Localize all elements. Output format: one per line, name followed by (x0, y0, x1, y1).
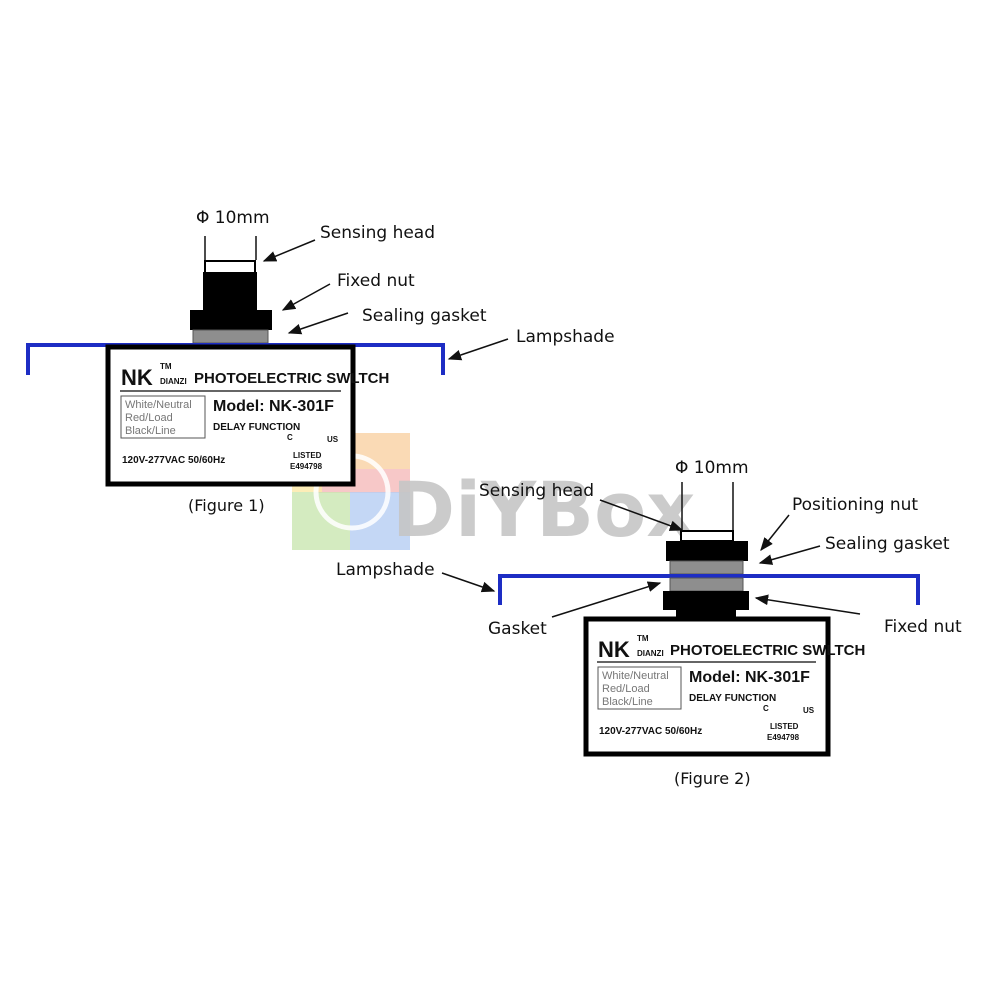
fig2-lampshade (498, 574, 920, 605)
fig2-model: Model: NK-301F (689, 669, 810, 686)
fig2-voltage: 120V-277VAC 50/60Hz (599, 726, 702, 737)
fig2-sensing-head-top (680, 530, 734, 542)
fig1-wire-line-3: Black/Line (125, 425, 176, 437)
fig1-fixed-nut-label: Fixed nut (337, 271, 415, 291)
fig1-lampshade-label: Lampshade (516, 327, 615, 347)
watermark-square-yellow-2 (350, 433, 410, 469)
fig1-fixed-nut-arrow (281, 283, 331, 311)
fig2-function: DELAY FUNCTION (689, 693, 776, 704)
fig2-wire-box (597, 666, 682, 710)
fig2-lampshade-arrow (441, 572, 496, 593)
fig2-sensing-head-arrow (599, 499, 684, 531)
fig2-tm: TM (637, 634, 649, 643)
fig1-diameter-label: Φ 10mm (196, 208, 270, 228)
fig1-fixed-nut (190, 310, 272, 330)
fig1-caption: (Figure 1) (188, 496, 265, 515)
fig2-fixed-nut (663, 591, 749, 610)
fig1-sealing-gasket-arrow (287, 312, 349, 335)
fig2-logo: NK (598, 637, 630, 662)
watermark-text: DiYBox (392, 465, 695, 554)
fig2-wire-line-1: White/Neutral (602, 670, 669, 682)
fig2-body-neck (676, 610, 736, 618)
figure-2: Φ 10mm NK TM DIANZI PHOTOELECTRIC SWLTCH… (336, 458, 962, 788)
fig2-sealing-gasket-label: Sealing gasket (825, 534, 950, 554)
fig1-model: Model: NK-301F (213, 398, 334, 415)
fig1-device-label: NK TM DIANZI PHOTOELECTRIC SWLTCH White/… (105, 344, 389, 487)
fig2-positioning-nut-label: Positioning nut (792, 495, 918, 515)
fig1-cert-us: US (327, 435, 339, 444)
fig2-wire-line-3: Black/Line (602, 696, 653, 708)
fig2-sealing-gasket (669, 560, 744, 575)
fig2-diameter-label: Φ 10mm (675, 458, 749, 478)
fig2-device-label: NK TM DIANZI PHOTOELECTRIC SWLTCH White/… (583, 616, 865, 757)
fig2-wire-line-2: Red/Load (602, 683, 650, 695)
fig1-sensing-head-arrow (262, 239, 316, 262)
fig2-label-frame (583, 616, 831, 757)
fig2-fixed-nut-label: Fixed nut (884, 617, 962, 637)
fig1-product-title: PHOTOELECTRIC SWLTCH (194, 370, 389, 387)
fig2-gasket (669, 577, 744, 592)
fig2-sealing-gasket-arrow (758, 545, 821, 565)
watermark-square-green (292, 492, 350, 550)
fig1-sealing-gasket (192, 329, 269, 344)
fig1-function: DELAY FUNCTION (213, 422, 300, 433)
fig1-wire-line-2: Red/Load (125, 412, 173, 424)
fig2-sensing-head-label: Sensing head (479, 481, 594, 501)
fig2-positioning-nut (666, 541, 748, 561)
figure-1: Φ 10mm NK TM DIANZI PHOTOELECTRIC SWLTCH… (26, 208, 615, 515)
fig2-fixed-nut-arrow (754, 594, 861, 615)
fig1-logo: NK (121, 365, 153, 390)
fig2-brand-sub: DIANZI (637, 649, 664, 658)
fig1-wire-line-1: White/Neutral (125, 399, 192, 411)
fig2-gasket-label: Gasket (488, 619, 547, 639)
fig2-positioning-nut-arrow (760, 514, 790, 552)
fig1-listing-no: E494798 (290, 462, 323, 471)
fig1-lampshade-arrow (447, 338, 509, 361)
fig2-cert-c: C (763, 704, 769, 713)
fig2-product-title: PHOTOELECTRIC SWLTCH (670, 642, 865, 659)
fig1-listed: LISTED (293, 451, 322, 460)
fig1-label-frame (105, 344, 356, 487)
fig1-sealing-gasket-label: Sealing gasket (362, 306, 487, 326)
watermark-square-blue (350, 492, 410, 550)
fig1-brand-sub: DIANZI (160, 377, 187, 386)
fig1-sensing-head (203, 272, 257, 311)
fig2-lampshade-label: Lampshade (336, 560, 435, 580)
fig2-caption: (Figure 2) (674, 769, 751, 788)
fig1-wire-box (120, 395, 206, 439)
fig1-sensing-head-top (204, 260, 256, 274)
fig1-tm: TM (160, 362, 172, 371)
fig2-cert-us: US (803, 706, 815, 715)
fig1-sensing-head-label: Sensing head (320, 223, 435, 243)
fig2-listing-no: E494798 (767, 733, 800, 742)
fig2-listed: LISTED (770, 722, 799, 731)
fig1-voltage: 120V-277VAC 50/60Hz (122, 455, 225, 466)
fig2-gasket-arrow (551, 581, 662, 618)
fig1-cert-c: C (287, 433, 293, 442)
